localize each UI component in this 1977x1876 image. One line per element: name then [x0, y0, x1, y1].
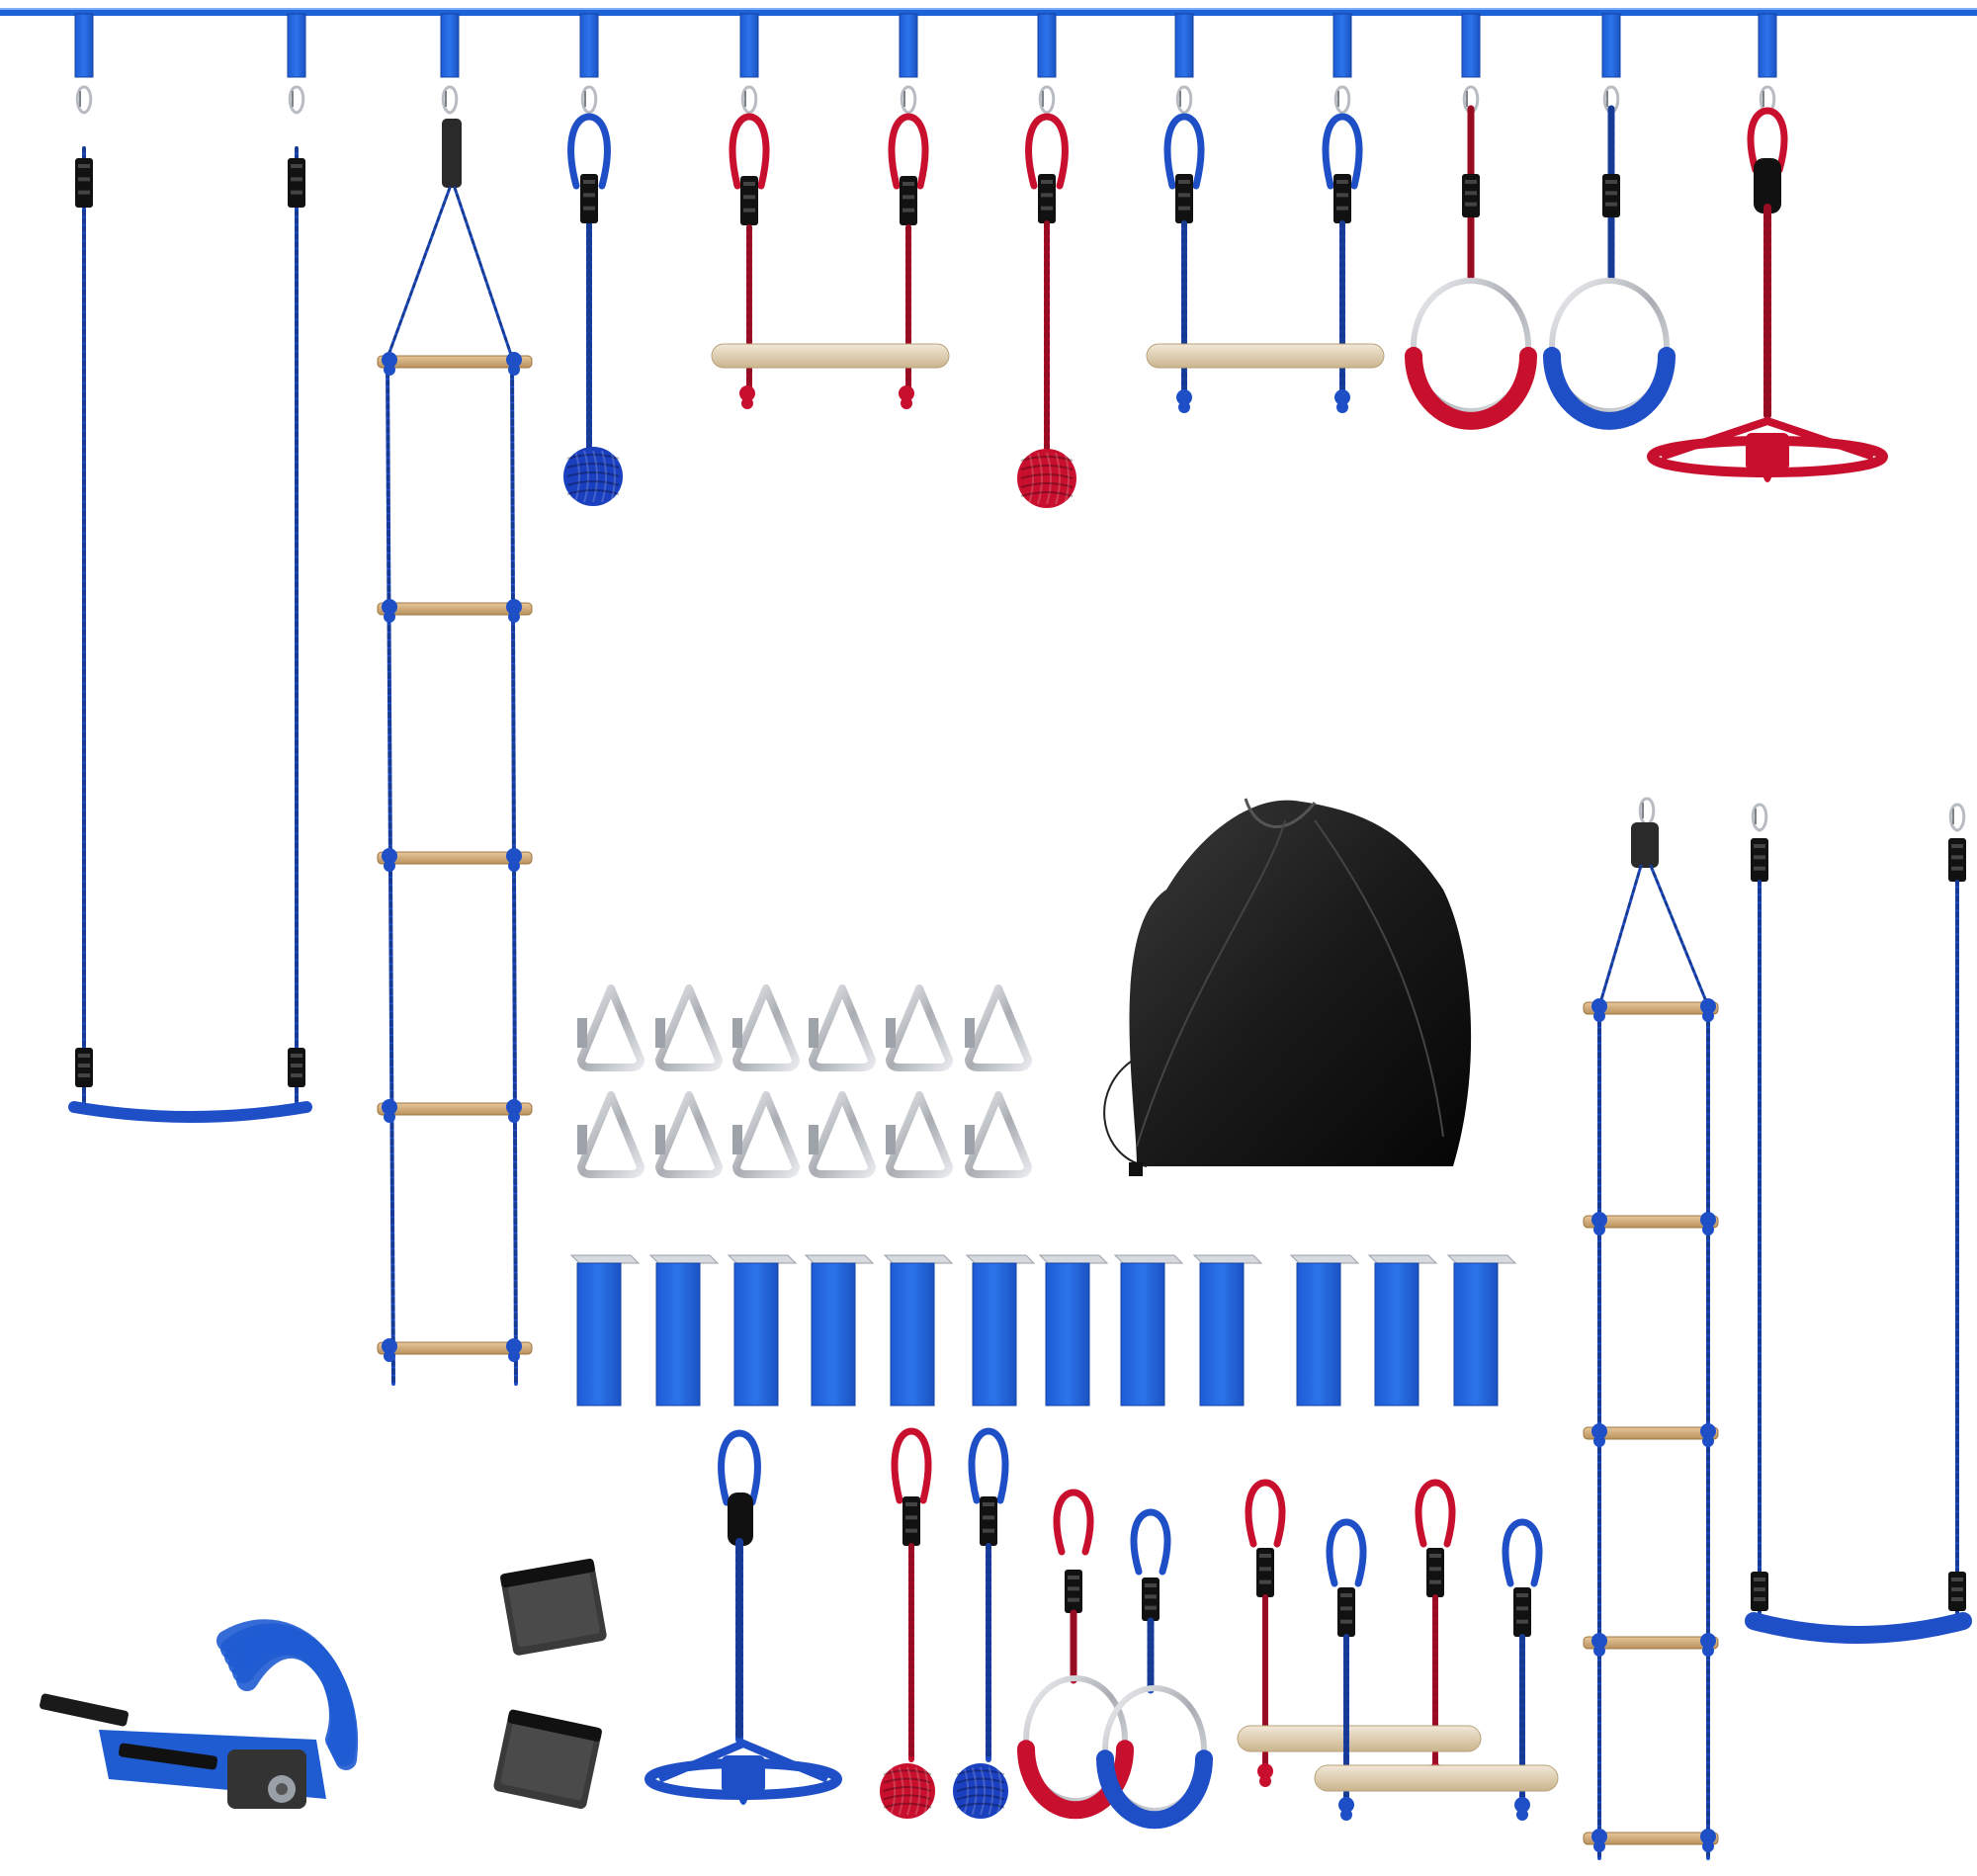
- monkey-fist-icon: [563, 113, 623, 506]
- tree-strap-icon: [569, 1254, 641, 1407]
- trapeze-bar-icon: [1146, 113, 1385, 413]
- carabiner-icon: [809, 984, 876, 1071]
- gymnastic-ring-icon: [1017, 1489, 1134, 1820]
- tree-strap-icon: [883, 1254, 954, 1407]
- carabiner-icon: [655, 1091, 723, 1178]
- storage-bag-icon: [1103, 798, 1472, 1176]
- tree-strap-hanger: [74, 13, 94, 115]
- tree-strap-icon: [727, 1254, 798, 1407]
- tree-strap-icon: [648, 1254, 720, 1407]
- tree-strap-hanger: [739, 13, 759, 115]
- gymnastic-ring-icon: [1096, 1508, 1213, 1830]
- carabiner-icon: [577, 1091, 645, 1178]
- tree-strap-hanger: [579, 13, 599, 115]
- trapeze-bar-icon: [1314, 1518, 1559, 1821]
- carabiner-icon: [886, 1091, 953, 1178]
- monkey-fist-icon: [1017, 113, 1076, 508]
- disc-swing-icon: [1647, 107, 1888, 482]
- tree-strap-icon: [1289, 1254, 1360, 1407]
- tree-strap-hanger: [1332, 13, 1352, 115]
- monkey-fist-icon: [880, 1427, 935, 1819]
- tree-strap-hanger: [1758, 13, 1777, 115]
- tree-strap-hanger: [1037, 13, 1057, 115]
- carabiner-grid: [577, 984, 1032, 1178]
- tree-strap-icon: [1367, 1254, 1438, 1407]
- tree-strap-hanger: [1174, 13, 1194, 115]
- disc-swing-icon: [645, 1429, 842, 1805]
- rope-ladder-icon: [1583, 797, 1719, 1860]
- tree-strap-icon: [1446, 1254, 1517, 1407]
- tree-strap-icon: [1113, 1254, 1184, 1407]
- swing-icon: [68, 146, 312, 1123]
- carabiner-icon: [577, 984, 645, 1071]
- tree-strap-icon: [965, 1254, 1036, 1407]
- tree-strap-icon: [804, 1254, 875, 1407]
- tree-strap-hanger: [1461, 13, 1481, 115]
- tree-strap-hanger: [440, 13, 460, 115]
- carabiner-icon: [965, 984, 1032, 1071]
- carabiner-icon: [809, 1091, 876, 1178]
- carabiner-icon: [965, 1091, 1032, 1178]
- tree-strap-hanger: [287, 13, 306, 115]
- slackline-icon: [0, 8, 1977, 115]
- carabiner-icon: [886, 984, 953, 1071]
- rope-ladder-icon: [377, 119, 533, 1386]
- tree-protector-icon: [500, 1558, 607, 1656]
- tree-strap-icon: [1038, 1254, 1109, 1407]
- carabiner-icon: [732, 984, 800, 1071]
- tree-protector-icon: [493, 1709, 602, 1809]
- ratchet-strap-icon: [40, 1619, 359, 1809]
- carabiner-icon: [732, 1091, 800, 1178]
- swing-icon: [1745, 803, 1972, 1644]
- tree-strap-row: [569, 1254, 1517, 1407]
- gymnastic-ring-icon: [1543, 105, 1676, 430]
- trapeze-bar-icon: [711, 113, 950, 409]
- carabiner-icon: [655, 984, 723, 1071]
- tree-strap-hanger: [899, 13, 918, 115]
- gymnastic-ring-icon: [1405, 105, 1537, 430]
- monkey-fist-icon: [953, 1427, 1009, 1819]
- tree-strap-hanger: [1601, 13, 1621, 115]
- tree-strap-icon: [1192, 1254, 1263, 1407]
